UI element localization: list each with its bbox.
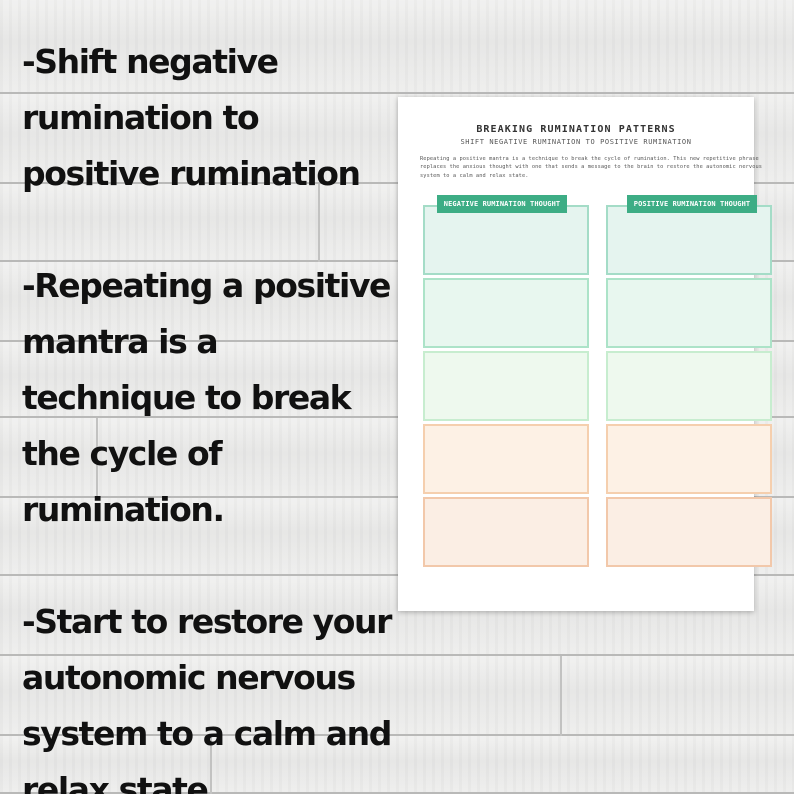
- worksheet-title: BREAKING RUMINATION PATTERNS: [476, 124, 676, 135]
- worksheet-page: BREAKING RUMINATION PATTERNS SHIFT NEGAT…: [398, 97, 772, 611]
- positive-thought-box-1[interactable]: [606, 205, 772, 275]
- positive-thought-box-4[interactable]: [606, 424, 772, 494]
- negative-thought-box-3[interactable]: [423, 351, 589, 421]
- negative-column-header: NEGATIVE RUMINATION THOUGHT: [437, 195, 567, 213]
- feature-bullets: -Shift negative rumination to positive r…: [22, 34, 392, 794]
- positive-thought-box-5[interactable]: [606, 497, 772, 567]
- positive-thought-box-3[interactable]: [606, 351, 772, 421]
- negative-thought-box-4[interactable]: [423, 424, 589, 494]
- positive-thought-box-2[interactable]: [606, 278, 772, 348]
- negative-thought-box-5[interactable]: [423, 497, 589, 567]
- bullet-shift-rumination: -Shift negative rumination to positive r…: [22, 42, 361, 193]
- positive-column-header: POSITIVE RUMINATION THOUGHT: [627, 195, 757, 213]
- negative-thought-box-1[interactable]: [423, 205, 589, 275]
- worksheet-subtitle: SHIFT NEGATIVE RUMINATION TO POSITIVE RU…: [460, 138, 692, 146]
- negative-thought-box-2[interactable]: [423, 278, 589, 348]
- worksheet-intro: Repeating a positive mantra is a techniq…: [420, 156, 763, 179]
- bullet-positive-mantra: -Repeating a positive mantra is a techni…: [22, 266, 391, 529]
- bullet-restore-nervous-system: -Start to restore your autonomic nervous…: [22, 602, 392, 794]
